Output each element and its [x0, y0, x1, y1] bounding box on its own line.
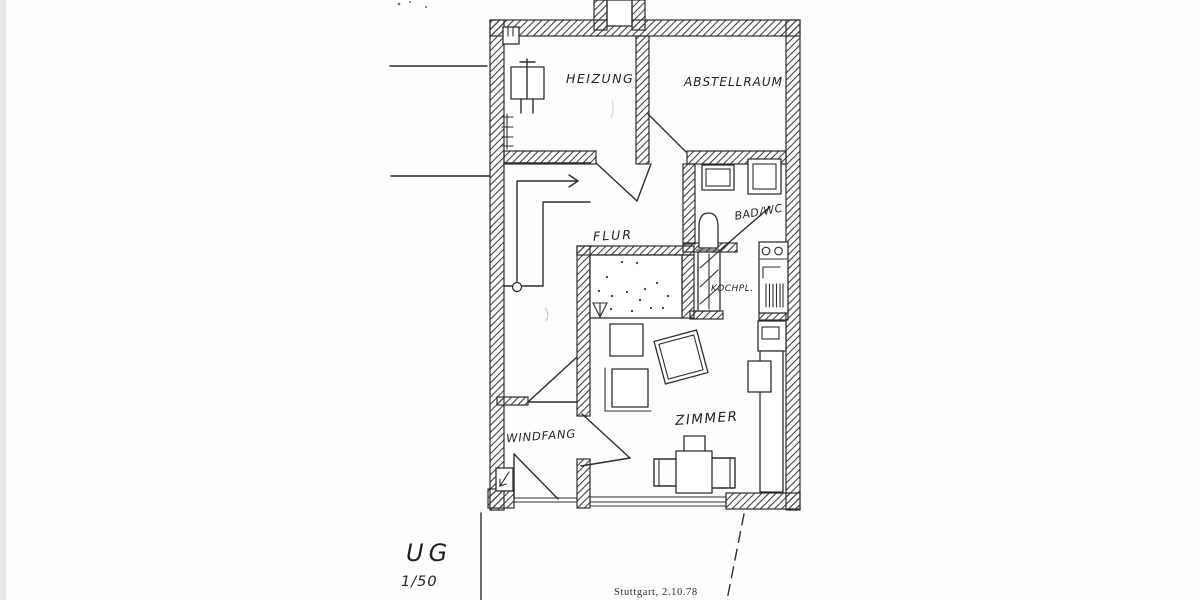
- entrance-threshold: [513, 497, 578, 503]
- fridge-icon: [757, 320, 787, 352]
- scan-mark: [610, 99, 614, 119]
- scan-specks: [397, 1, 427, 8]
- entrance-arrow-icon: [495, 467, 514, 492]
- boiler-icon: [510, 58, 545, 114]
- kitchen-unit-icon: [758, 241, 789, 314]
- toilet-icon: [695, 212, 722, 251]
- washbasin-icon: [701, 164, 735, 191]
- corner-triangle-mark: [592, 302, 608, 319]
- wall-vent-icon: [502, 26, 520, 45]
- room-label-kochpl: KOCHPL.: [711, 284, 754, 294]
- radiator-icon: [501, 113, 514, 150]
- scan-edge-shadow: [0, 0, 6, 600]
- room-label-flur: FLUR: [593, 227, 634, 244]
- terrain-lines: [389, 65, 490, 177]
- date-label: Stuttgart, 2.10.78: [614, 587, 698, 598]
- room-label-bad-wc: BAD/WC: [733, 202, 783, 223]
- floor-label: UG: [406, 539, 452, 567]
- room-label-heizung: HEIZUNG: [566, 71, 634, 86]
- window-bottom: [589, 496, 727, 507]
- stove-burners-icon: [761, 246, 783, 256]
- sink-drainer-icon: [765, 283, 784, 308]
- shower-icon: [747, 158, 782, 195]
- room-label-windfang: WINDFANG: [506, 427, 577, 446]
- room-label-abstellraum: ABSTELLRAUM: [683, 75, 783, 89]
- staircase: [503, 162, 591, 293]
- floor-dots: [597, 260, 670, 313]
- wardrobe-counter: [747, 350, 784, 493]
- room-label-zimmer: ZIMMER: [674, 409, 739, 429]
- stair-arrow-icon: [511, 174, 579, 293]
- dashed-boundary-line: [726, 513, 745, 600]
- sink-icon: [762, 266, 781, 279]
- table-with-chairs: [653, 435, 736, 494]
- chimney: [593, 0, 646, 31]
- interior-walls: [496, 35, 789, 509]
- armchair-squares: [604, 323, 709, 412]
- scale-label: 1/50: [401, 574, 438, 590]
- scan-mark: [544, 307, 549, 322]
- shelf-icon: [697, 251, 721, 312]
- door-swings: [513, 113, 771, 500]
